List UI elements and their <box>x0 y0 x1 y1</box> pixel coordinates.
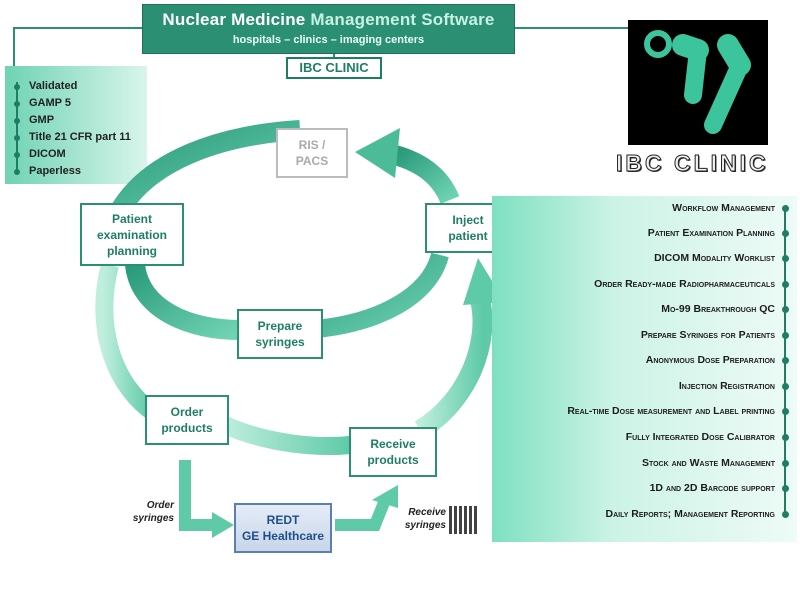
app-title: Nuclear Medicine Management Software <box>143 10 514 30</box>
arc-planning-to-ris <box>111 120 301 216</box>
ris-label: RIS / <box>298 138 326 152</box>
feature-item: Anonymous Dose Preparation <box>645 354 775 366</box>
receive-line-1: Receive <box>370 437 416 451</box>
receive-syringes-line-2: syringes <box>404 520 446 531</box>
prepare-line-1: Prepare <box>257 319 303 333</box>
feature-item: Order Ready-made Radiopharmaceuticals <box>594 278 775 290</box>
receive-line-2: products <box>367 453 419 467</box>
feature-item: Patient Examination Planning <box>647 227 775 239</box>
feature-item: Stock and Waste Management <box>641 457 775 469</box>
app-subtitle: hospitals – clinics – imaging centers <box>232 34 425 46</box>
feature-item: Real-time Dose measurement and Label pri… <box>567 405 775 417</box>
clinic-name-box: IBC CLINIC <box>286 57 382 79</box>
feature-item: Mo-99 Breakthrough QC <box>661 303 775 315</box>
logo-wordmark: IBC CLINIC <box>616 150 769 177</box>
feature-dot <box>782 511 789 518</box>
supplier-name: REDT <box>266 513 300 527</box>
compliance-item: Validated <box>5 78 147 95</box>
receive-syringes-line-1: Receive <box>408 507 446 518</box>
feature-dot <box>782 383 789 390</box>
compliance-item: Title 21 CFR part 11 <box>5 129 147 146</box>
header-banner: Nuclear Medicine Management Software hos… <box>142 4 515 54</box>
title-part-2: Management Software <box>310 10 495 29</box>
order-syringes-label: Order syringes <box>124 499 174 525</box>
feature-dot <box>782 332 789 339</box>
order-line-2: products <box>161 421 213 435</box>
order-syringes-line-2: syringes <box>132 513 174 524</box>
title-part-1: Nuclear Medicine <box>162 10 311 29</box>
compliance-item: Paperless <box>5 163 147 180</box>
feature-dot <box>782 408 789 415</box>
feature-item: 1D and 2D Barcode support <box>649 482 775 494</box>
feature-dot <box>782 281 789 288</box>
arc-prepare-to-inject <box>304 252 449 339</box>
supplier-company: GE Healthcare <box>241 529 325 543</box>
feature-dot <box>782 460 789 467</box>
feature-dot <box>782 230 789 237</box>
receive-arrowhead <box>372 485 398 508</box>
feature-item: Daily Reports; Management Reporting <box>605 508 776 520</box>
feature-dot <box>782 434 789 441</box>
order-syringes-arrow <box>179 460 215 531</box>
arc-inject-to-ris <box>392 145 460 205</box>
feature-item: DICOM Modality Worklist <box>654 252 775 264</box>
receive-products-box: Receive products <box>349 427 437 477</box>
arc-order-to-receive <box>221 416 351 455</box>
compliance-item: GAMP 5 <box>5 95 147 112</box>
ibc-molecule-logo-icon <box>628 20 768 145</box>
order-syringes-line-1: Order <box>146 500 174 511</box>
planning-line-2: examination <box>96 227 168 242</box>
arrowhead-ris <box>355 128 400 178</box>
compliance-panel: Validated GAMP 5 GMP Title 21 CFR part 1… <box>5 66 147 184</box>
compliance-item: GMP <box>5 112 147 129</box>
supplier-box: REDT GE Healthcare <box>234 503 332 553</box>
order-products-box: Order products <box>145 395 229 445</box>
feature-item: Prepare Syringes for Patients <box>640 329 775 341</box>
feature-item: Fully Integrated Dose Calibrator <box>625 431 775 443</box>
compliance-item: DICOM <box>5 146 147 163</box>
feature-dot <box>782 306 789 313</box>
feature-dot <box>782 357 789 364</box>
ris-pacs-box: RIS / PACS <box>276 128 348 178</box>
qr-code-icon <box>449 506 477 534</box>
receive-syringes-arrow <box>335 497 391 531</box>
arc-planning-to-prepare <box>125 263 241 340</box>
feature-item: Workflow Management <box>672 202 775 214</box>
receive-syringes-label: Receive syringes <box>396 506 446 532</box>
compliance-line <box>16 82 18 172</box>
feature-dot <box>782 205 789 212</box>
feature-dot <box>782 485 789 492</box>
prepare-line-2: syringes <box>255 335 305 349</box>
pacs-label: PACS <box>295 154 329 168</box>
order-arrowhead <box>212 512 234 538</box>
feature-dot <box>782 255 789 262</box>
feature-item: Injection Registration <box>678 380 775 392</box>
planning-line-1: Patient <box>111 211 152 226</box>
order-line-1: Order <box>170 405 204 419</box>
arc-planning-to-order <box>95 262 156 418</box>
inject-line-1: Inject <box>452 213 484 227</box>
arc-receive-to-inject <box>414 297 493 439</box>
features-panel: Workflow Management Patient Examination … <box>492 196 797 542</box>
inject-line-2: patient <box>448 229 488 243</box>
planning-line-3: planning <box>107 243 157 258</box>
prepare-syringes-box: Prepare syringes <box>237 309 323 359</box>
